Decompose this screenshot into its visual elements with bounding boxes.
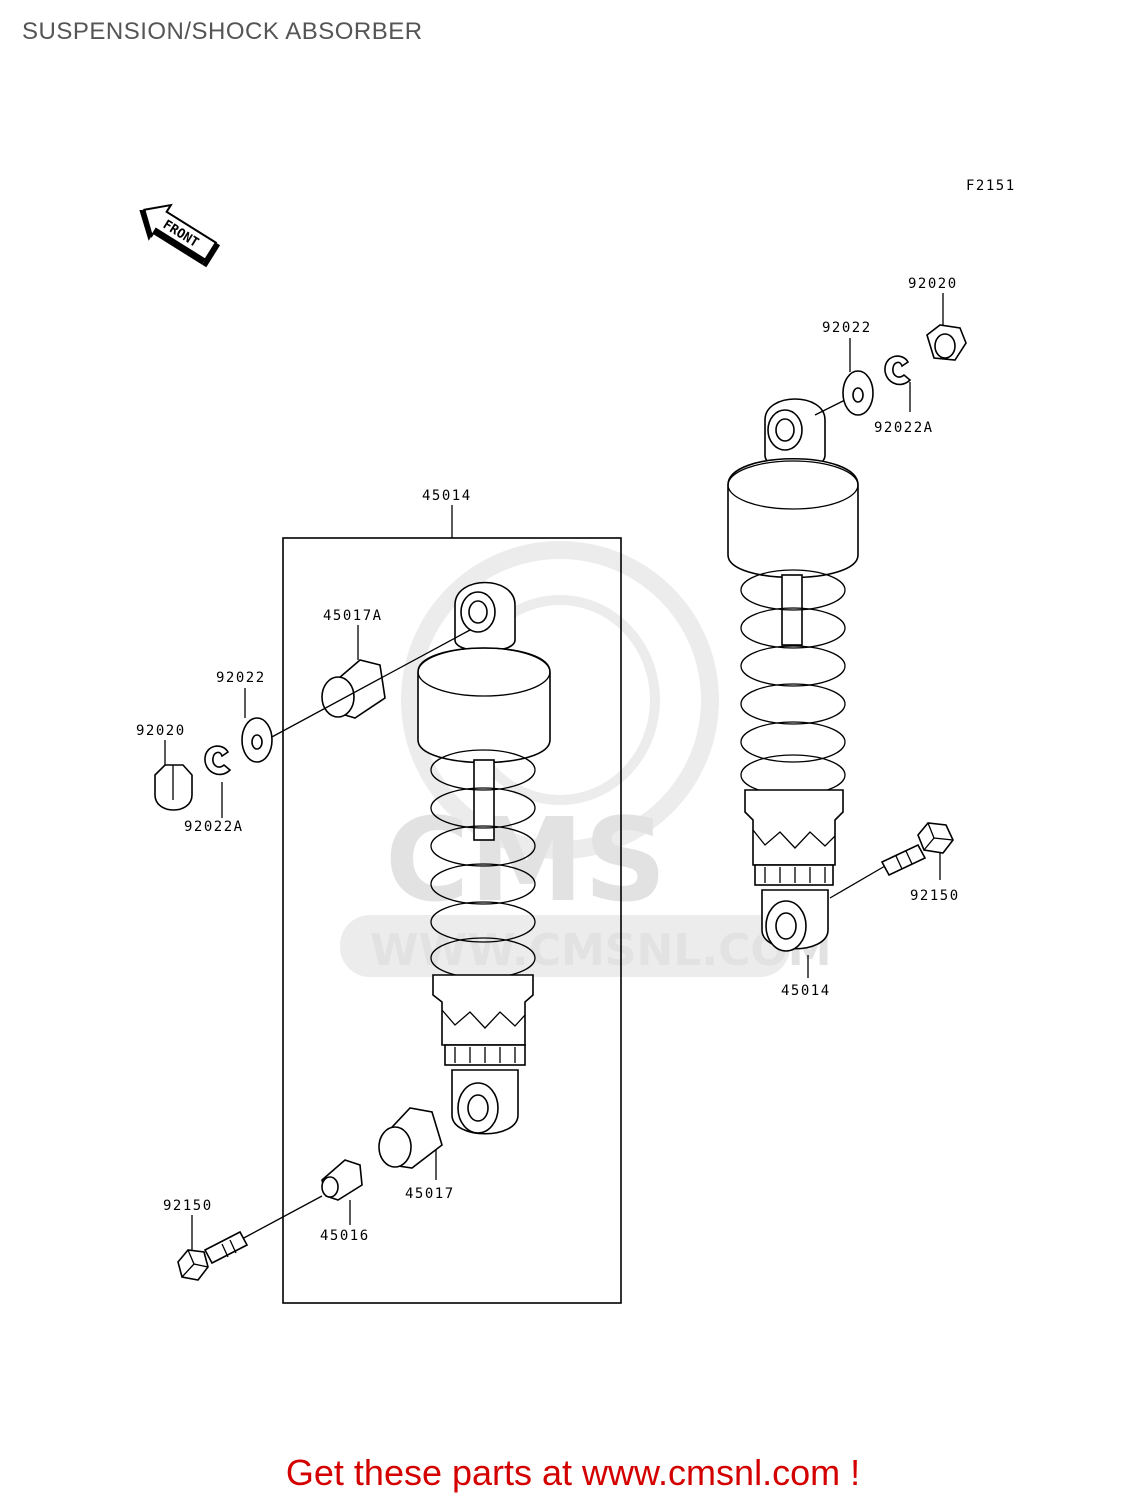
callout-92022A-left: 92022A	[184, 819, 244, 835]
washer-left	[241, 717, 273, 763]
collar	[321, 1159, 363, 1201]
callout-92022-right: 92022	[822, 320, 872, 336]
callout-45016: 45016	[320, 1228, 370, 1244]
page-title: SUSPENSION/SHOCK ABSORBER	[22, 18, 423, 45]
watermark: CMS WWW.CMSNL.COM	[340, 541, 832, 977]
watermark-url: WWW.CMSNL.COM	[370, 925, 832, 976]
bolt-left	[177, 1230, 249, 1281]
spring-right	[740, 569, 846, 796]
callout-92150-right: 92150	[910, 888, 960, 904]
shock-absorber-left	[417, 581, 551, 1135]
bolt-right	[880, 822, 954, 877]
callout-45017A: 45017A	[323, 608, 383, 624]
front-arrow-icon: FRONT	[139, 203, 221, 268]
bushing-lower	[378, 1107, 443, 1169]
footer-banner[interactable]: Get these parts at www.cmsnl.com !	[285, 1452, 861, 1493]
shock-absorber-right	[727, 398, 859, 952]
callout-92020-left: 92020	[136, 723, 186, 739]
callout-45014-group: 45014	[422, 488, 472, 504]
circlip-left	[204, 745, 232, 776]
callout-45014-single: 45014	[781, 983, 831, 999]
callout-92022-left: 92022	[216, 670, 266, 686]
figure-code: F2151	[966, 178, 1016, 194]
nut-right	[926, 324, 967, 361]
callout-45017: 45017	[405, 1186, 455, 1202]
callout-92150-left: 92150	[163, 1198, 213, 1214]
callout-92020-right: 92020	[908, 276, 958, 292]
washer-right	[842, 370, 874, 416]
callout-92022A-right: 92022A	[874, 420, 934, 436]
spring-left	[430, 749, 536, 979]
cap-nut-left	[154, 764, 193, 811]
circlip-right	[884, 355, 912, 386]
bushing-upper	[321, 659, 386, 719]
watermark-brand: CMS	[385, 794, 667, 928]
